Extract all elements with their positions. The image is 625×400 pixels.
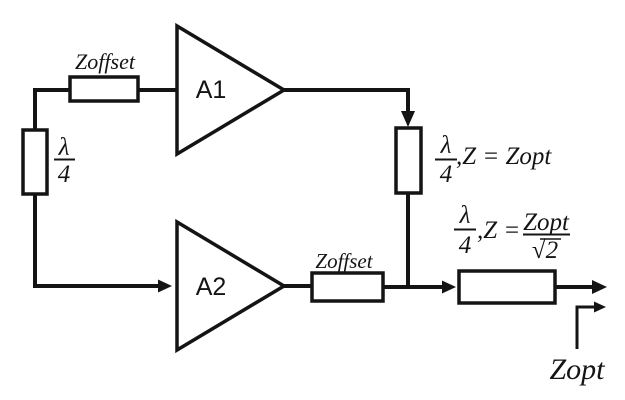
zoffset-bottom-block <box>310 271 385 303</box>
quarter-wave-left-block <box>21 128 49 196</box>
zoffset-top-block <box>68 75 140 103</box>
arrow-into-output-transformer-icon <box>442 280 456 294</box>
wire-splitter-top-corner <box>33 88 71 132</box>
load-indicator: Zopt <box>549 301 606 386</box>
output-transformer-block <box>457 269 557 305</box>
output-transformer-equation: λ 4 ,Z = Zopt √2 <box>454 202 570 264</box>
zoffset-top-label: Zoffset <box>75 49 136 74</box>
impedance-inverter-labels: λ 4 ,Z = Zopt <box>435 132 552 188</box>
arrowheads <box>158 111 607 294</box>
zoffset-bottom-label: Zoffset <box>315 249 373 273</box>
quarter-wave-left-denominator: 4 <box>58 161 71 188</box>
amplifiers: A1 A2 <box>175 22 288 354</box>
amplifier-a2-label: A2 <box>196 273 227 301</box>
inverter-quarter-wave-numerator: λ <box>440 132 452 159</box>
wire-splitter-bottom-corner <box>33 192 160 288</box>
arrow-down-into-inverter-icon <box>401 111 415 127</box>
input-network-labels: Zoffset λ 4 <box>54 49 136 188</box>
output-equation-numerator: Zopt <box>523 209 570 236</box>
arrow-output-icon <box>592 280 607 294</box>
output-quarter-wave-denominator: 4 <box>459 232 472 259</box>
blocks <box>21 75 557 305</box>
arrow-into-a2-icon <box>158 279 172 293</box>
wire-a1-output-corner <box>282 88 410 113</box>
inverter-quarter-wave-denominator: 4 <box>440 161 453 188</box>
load-impedance-label: Zopt <box>549 353 605 386</box>
output-quarter-wave-numerator: λ <box>459 202 471 229</box>
quarter-wave-left-numerator: λ <box>58 134 70 161</box>
output-equation-denominator: √2 <box>532 237 558 264</box>
amplifier-a1-triangle <box>175 22 288 158</box>
load-bracket <box>575 305 595 349</box>
amplifier-a1-label: A1 <box>196 76 227 104</box>
amplifier-a2-triangle <box>175 218 288 354</box>
inverter-impedance-label: ,Z = Zopt <box>456 143 552 170</box>
quarter-wave-inverter-block <box>394 126 423 195</box>
load-bracket-arrow-icon <box>594 301 606 313</box>
output-equation-prefix: ,Z = <box>477 217 520 244</box>
